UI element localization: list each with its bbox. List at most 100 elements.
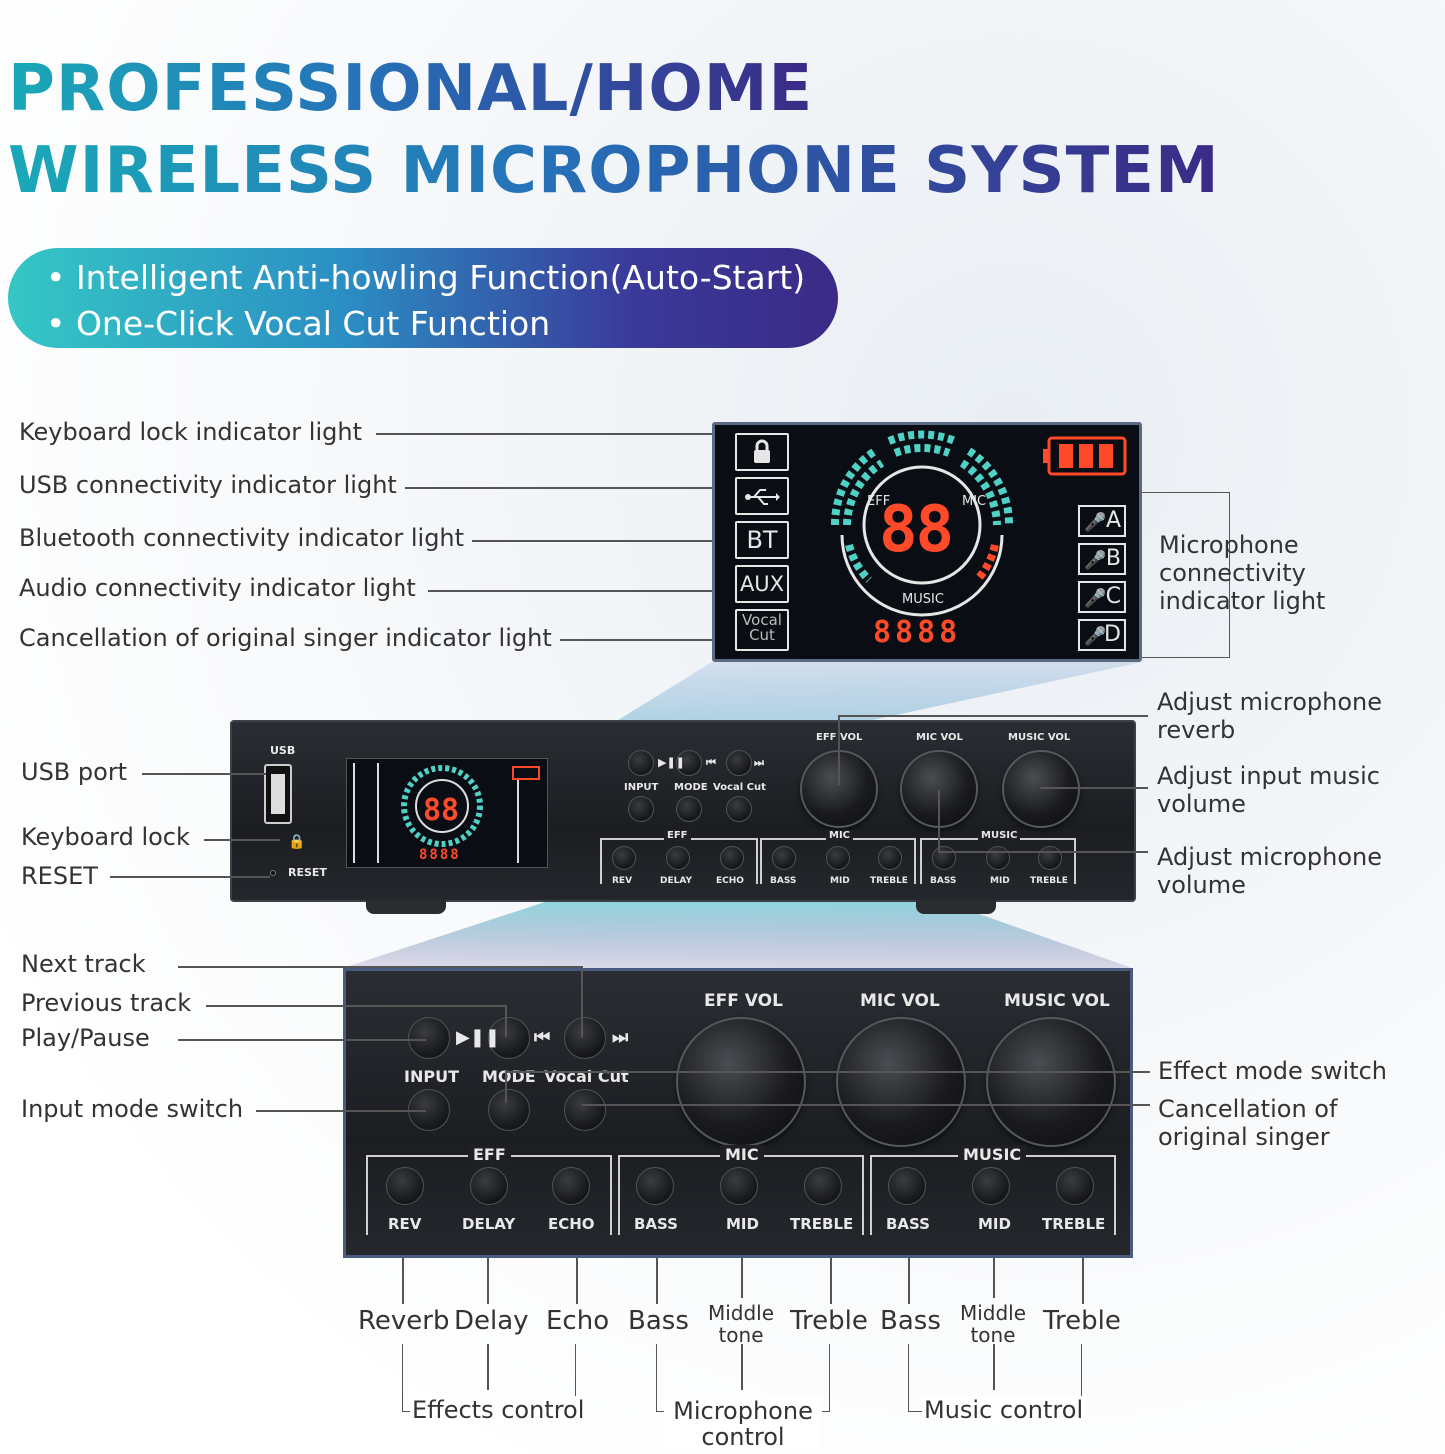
- music-mid-knob-small[interactable]: [986, 846, 1010, 870]
- headline-line-2: WIRELESS MICROPHONE SYSTEM: [8, 134, 1220, 208]
- zoom-next-track-button[interactable]: [564, 1017, 606, 1059]
- mic-vol-knob[interactable]: [900, 750, 978, 828]
- callout-mic-volume: Adjust microphone volume: [1157, 843, 1383, 899]
- headline-line-1: PROFESSIONAL/HOME: [8, 52, 814, 126]
- zoom-mode-button[interactable]: [488, 1089, 530, 1131]
- ring-eff-label: EFF: [867, 494, 890, 509]
- mode-button[interactable]: [676, 796, 702, 822]
- leader-line: [405, 487, 736, 489]
- leader-line: [505, 1071, 507, 1103]
- zoom-mic-mid-knob[interactable]: [720, 1167, 758, 1205]
- usb-text: USB: [270, 744, 296, 757]
- zoom-previous-icon: ⏮: [534, 1027, 551, 1048]
- callout-keyboard-lock-light: Keyboard lock indicator light: [19, 418, 362, 446]
- zoom-previous-track-button[interactable]: [488, 1017, 530, 1059]
- battery-icon: [1043, 436, 1127, 476]
- music-bass-knob-small[interactable]: [932, 846, 956, 870]
- device-foot: [916, 900, 996, 914]
- zoom-eff-vol-knob[interactable]: [676, 1017, 806, 1147]
- callout-play-pause: Play/Pause: [21, 1024, 150, 1052]
- delay-text: DELAY: [660, 876, 692, 886]
- leader-line: [838, 715, 840, 785]
- mode-text: MODE: [674, 782, 708, 793]
- previous-track-button[interactable]: [676, 750, 702, 776]
- leader-line: [206, 1005, 506, 1007]
- mic-a-indicator: 🎤A: [1078, 505, 1126, 537]
- delay-knob-small[interactable]: [666, 846, 690, 870]
- leader-line: [110, 876, 270, 878]
- lock-indicator: [735, 433, 789, 471]
- mic-vol-text: MIC VOL: [916, 732, 963, 743]
- caption-music-middle-tone: Middle tone: [959, 1301, 1027, 1347]
- callout-usb-port: USB port: [21, 758, 128, 786]
- feature-vocal-cut: • One-Click Vocal Cut Function: [46, 304, 551, 343]
- zoom-input-text: INPUT: [404, 1067, 459, 1086]
- caption-mic-middle-tone: Middle tone: [707, 1301, 775, 1347]
- music-treble-knob-small[interactable]: [1038, 846, 1062, 870]
- zoom-mic-bass-knob[interactable]: [636, 1167, 674, 1205]
- callout-cancellation: Cancellation of original singer: [1158, 1095, 1338, 1151]
- microphone-icon: 🎤: [1084, 550, 1107, 571]
- leader-line: [428, 590, 736, 592]
- mic-treble-knob-small[interactable]: [878, 846, 902, 870]
- rev-knob-small[interactable]: [612, 846, 636, 870]
- callout-usb-light: USB connectivity indicator light: [19, 471, 397, 499]
- zoom-rev-knob[interactable]: [386, 1167, 424, 1205]
- zoom-echo-knob[interactable]: [552, 1167, 590, 1205]
- mic-bass-knob-small[interactable]: [772, 846, 796, 870]
- leader-line: [938, 790, 940, 852]
- music-vol-knob[interactable]: [1002, 750, 1080, 828]
- mic-bass-text: BASS: [770, 876, 797, 886]
- usb-port[interactable]: [264, 764, 292, 824]
- mini-big-digits: 88: [423, 793, 460, 828]
- leader-line: [142, 773, 266, 775]
- zoom-mode-text: MODE: [482, 1067, 536, 1086]
- eff-group-text: EFF: [664, 830, 691, 841]
- mic-group-text: MIC: [826, 830, 854, 841]
- zoom-music-treble-knob[interactable]: [1056, 1167, 1094, 1205]
- small-digit-display: 8888: [873, 615, 962, 650]
- rev-text: REV: [612, 876, 633, 886]
- input-text: INPUT: [624, 782, 659, 793]
- keyboard-lock-icon[interactable]: 🔒: [288, 834, 306, 850]
- next-track-button[interactable]: [726, 750, 752, 776]
- zoom-music-bass-text: BASS: [886, 1215, 930, 1233]
- zoom-vocal-cut-button[interactable]: [564, 1089, 606, 1131]
- mic-mid-knob-small[interactable]: [826, 846, 850, 870]
- zoom-next-icon: ⏭: [612, 1027, 629, 1048]
- input-button[interactable]: [628, 796, 654, 822]
- leader-line: [472, 540, 736, 542]
- zoom-mic-vol-knob[interactable]: [836, 1017, 966, 1147]
- play-pause-button[interactable]: [628, 750, 654, 776]
- music-bass-text: BASS: [930, 876, 957, 886]
- reset-hole[interactable]: [270, 870, 276, 876]
- zoom-play-pause-button[interactable]: [408, 1017, 450, 1059]
- aux-indicator: AUX: [735, 565, 789, 603]
- zoom-music-vol-knob[interactable]: [986, 1017, 1116, 1147]
- zoom-music-mid-knob[interactable]: [972, 1167, 1010, 1205]
- lcd-display: BT AUX Vocal Cut EFF MIC MUSIC 88 8888 🎤…: [712, 422, 1142, 662]
- zoom-delay-knob[interactable]: [470, 1167, 508, 1205]
- big-digit-display: 88: [879, 493, 954, 567]
- zoom-play-pause-icon: ▶❚❚: [456, 1027, 501, 1048]
- echo-knob-small[interactable]: [720, 846, 744, 870]
- mini-lcd: 88 8888: [346, 758, 548, 868]
- callout-music-volume: Adjust input music volume: [1157, 762, 1380, 818]
- microphone-icon: 🎤: [1084, 512, 1107, 533]
- zoom-mic-treble-knob[interactable]: [804, 1167, 842, 1205]
- callout-reset: RESET: [21, 862, 98, 890]
- zoom-music-vol-text: MUSIC VOL: [1004, 991, 1110, 1011]
- device-front-panel: USB 🔒 RESET 88 8888 ▶❚❚ ⏮ ⏭ INPUT MODE V…: [230, 720, 1136, 902]
- music-treble-text: TREBLE: [1030, 876, 1068, 886]
- feature-pill: • Intelligent Anti-howling Function(Auto…: [8, 248, 838, 348]
- vocal-cut-button[interactable]: [726, 796, 752, 822]
- zoom-echo-text: ECHO: [548, 1215, 595, 1233]
- caption-music-bass: Bass: [880, 1306, 941, 1336]
- callout-cancellation-light: Cancellation of original singer indicato…: [19, 624, 552, 652]
- mic-bracket: [1142, 492, 1230, 658]
- microphone-icon: 🎤: [1084, 626, 1107, 647]
- microphone-icon: 🎤: [1084, 588, 1107, 609]
- zoom-music-bass-knob[interactable]: [888, 1167, 926, 1205]
- zoom-delay-text: DELAY: [462, 1215, 516, 1233]
- zoom-eff-vol-text: EFF VOL: [704, 991, 783, 1011]
